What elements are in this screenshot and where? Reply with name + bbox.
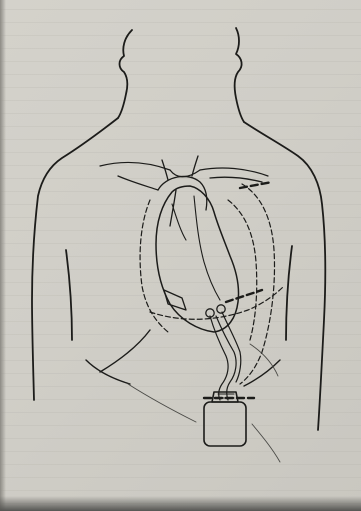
abdomen-line-right — [252, 424, 280, 462]
left-waist — [100, 330, 150, 372]
abdomen-line-left — [128, 384, 196, 422]
lead-wires — [210, 312, 241, 400]
lower-contours — [128, 344, 280, 462]
implanted-device — [204, 392, 246, 446]
left-shoulder — [32, 118, 118, 400]
neck-right — [235, 28, 244, 122]
electrodes — [164, 290, 225, 317]
lead-wire-1 — [210, 316, 228, 400]
left-clavicle — [100, 163, 170, 170]
great-vessels — [118, 156, 262, 226]
right-torso-side — [286, 246, 292, 340]
electrode-right — [217, 305, 225, 313]
right-clavicle — [200, 168, 268, 176]
left-lower-rib — [86, 360, 130, 384]
lead-wire-2 — [216, 316, 236, 400]
subclavian-left — [118, 176, 158, 190]
heart-septum — [194, 196, 220, 300]
subclavian-right — [210, 177, 262, 182]
heart — [156, 186, 239, 332]
device-body — [204, 402, 246, 446]
heart-outline — [156, 186, 239, 332]
body-outline — [32, 28, 325, 430]
neck-left — [118, 30, 132, 118]
clavicles — [100, 163, 268, 177]
sternal-notch — [170, 170, 200, 177]
heart-atrium — [172, 204, 186, 240]
carotid-left — [162, 160, 168, 180]
left-torso-side — [66, 250, 72, 340]
electrode-patch — [164, 290, 186, 310]
incision-upper — [240, 182, 272, 188]
aortic-arch — [158, 176, 207, 210]
dashed-left-lung — [140, 200, 168, 332]
rib-hint — [250, 344, 278, 376]
right-lower-rib — [244, 360, 280, 386]
